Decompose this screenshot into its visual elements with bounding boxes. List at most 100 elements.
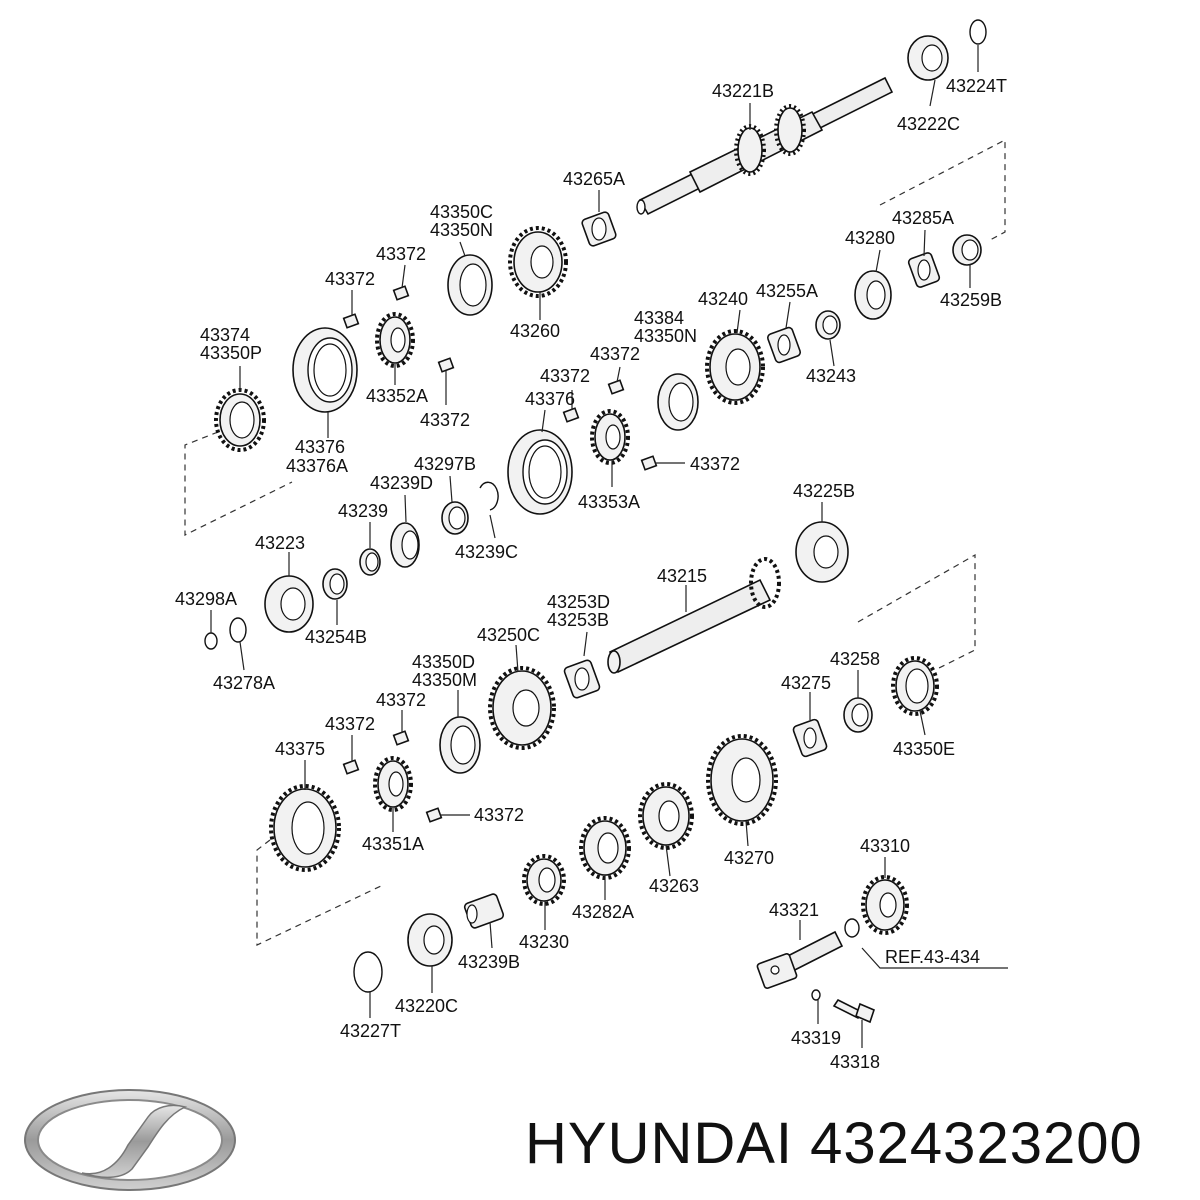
label-43225B: 43225B (793, 481, 855, 501)
label-43384: 43384 (634, 308, 684, 328)
label-ref-43-434: REF.43-434 (885, 947, 980, 967)
label-43258: 43258 (830, 649, 880, 669)
key-43372-d (607, 379, 625, 395)
label-43265A: 43265A (563, 169, 625, 189)
collar-43259B (952, 234, 982, 266)
label-43372-f: 43372 (690, 454, 740, 474)
synchro-ring-43350E (891, 656, 939, 716)
main-input-shaft (636, 76, 894, 216)
label-43278A: 43278A (213, 673, 275, 693)
label-43239: 43239 (338, 501, 388, 521)
idler-gear-43310 (861, 875, 909, 935)
label-43270: 43270 (724, 848, 774, 868)
key-43372-g (392, 730, 410, 746)
bearing-43223 (264, 575, 314, 633)
label-43376-a: 43376 (525, 389, 575, 409)
label-43253B: 43253B (547, 610, 609, 630)
label-43215: 43215 (657, 566, 707, 586)
synchro-hub-43353A (590, 409, 630, 465)
synchro-ring-43350P (214, 388, 266, 452)
label-43285A: 43285A (892, 208, 954, 228)
label-43227T: 43227T (340, 1021, 401, 1041)
label-43352A: 43352A (366, 386, 428, 406)
part-number: 4324323200 (810, 1111, 1143, 1176)
label-43220C: 43220C (395, 996, 458, 1016)
bearing-43220C (407, 913, 453, 967)
key-43372-e (562, 407, 580, 423)
key-43372-i (425, 807, 443, 823)
part-labels: 43224T 43221B 43222C 43265A 43350C 43350… (175, 76, 1007, 1072)
ring-43297B (441, 501, 469, 535)
idler-shaft-43321 (756, 930, 844, 989)
gear-43263 (638, 782, 694, 850)
label-43224T: 43224T (946, 76, 1007, 96)
label-43250C: 43250C (477, 625, 540, 645)
sleeve-43376-b (507, 429, 573, 515)
label-43374: 43374 (200, 325, 250, 345)
label-43239B: 43239B (458, 952, 520, 972)
label-43230: 43230 (519, 932, 569, 952)
ring-43278A (229, 617, 247, 643)
gear-43230 (522, 854, 566, 906)
label-43310: 43310 (860, 836, 910, 856)
label-43243: 43243 (806, 366, 856, 386)
key-43372-c (437, 357, 455, 373)
retainer-43239D (390, 522, 420, 568)
gear-43260 (508, 226, 568, 298)
label-43350P: 43350P (200, 343, 262, 363)
collar-43243 (815, 310, 841, 340)
label-43372-h: 43372 (325, 714, 375, 734)
label-43376A: 43376A (286, 456, 348, 476)
label-43372-e: 43372 (420, 410, 470, 430)
key-43372-h (342, 759, 360, 775)
label-43319: 43319 (791, 1028, 841, 1048)
needle-bearing-43265A (581, 211, 617, 247)
needle-bearing-43255A (766, 326, 802, 364)
key-43372-f (640, 455, 658, 471)
label-43350M: 43350M (412, 670, 477, 690)
label-43350E: 43350E (893, 739, 955, 759)
label-43376-b: 43376 (295, 437, 345, 457)
clip-43239C (479, 481, 499, 511)
label-43350D: 43350D (412, 652, 475, 672)
sleeve-43376-a (292, 327, 358, 413)
label-43298A: 43298A (175, 589, 237, 609)
label-43280: 43280 (845, 228, 895, 248)
washer-43310 (844, 918, 860, 938)
label-43351A: 43351A (362, 834, 424, 854)
brand-name: HYUNDAI (525, 1111, 794, 1176)
bearing-43280 (854, 270, 892, 320)
bearing-43222C (907, 35, 949, 81)
label-43372-g: 43372 (376, 690, 426, 710)
hyundai-logo-icon (24, 1089, 236, 1191)
bushing-43239B (463, 893, 505, 929)
label-43239D: 43239D (370, 473, 433, 493)
label-43375: 43375 (275, 739, 325, 759)
gear-43240 (705, 329, 765, 405)
needle-bearing-43285A (907, 252, 941, 288)
ring-43239 (359, 548, 381, 576)
label-43297B: 43297B (414, 454, 476, 474)
label-43263: 43263 (649, 876, 699, 896)
leader-lines (210, 45, 1008, 1048)
label-43321: 43321 (769, 900, 819, 920)
label-43221B: 43221B (712, 81, 774, 101)
gear-43250C (488, 666, 556, 750)
ring-43254B (322, 568, 348, 600)
dashed-guides (184, 139, 1006, 946)
label-43222C: 43222C (897, 114, 960, 134)
bolt-43318 (832, 998, 875, 1024)
snap-ring-43298A (204, 632, 218, 650)
bearing-43225B (795, 521, 849, 583)
label-43350N-b: 43350N (634, 326, 697, 346)
label-43350C: 43350C (430, 202, 493, 222)
label-43372-b: 43372 (325, 269, 375, 289)
needle-bearing-43275 (792, 718, 828, 758)
o-ring-43319 (811, 989, 821, 1001)
label-43282A: 43282A (572, 902, 634, 922)
needle-bearing-43253 (563, 659, 601, 699)
snap-ring-43224T (969, 19, 987, 45)
label-43240: 43240 (698, 289, 748, 309)
synchro-ring-43384 (657, 373, 699, 431)
